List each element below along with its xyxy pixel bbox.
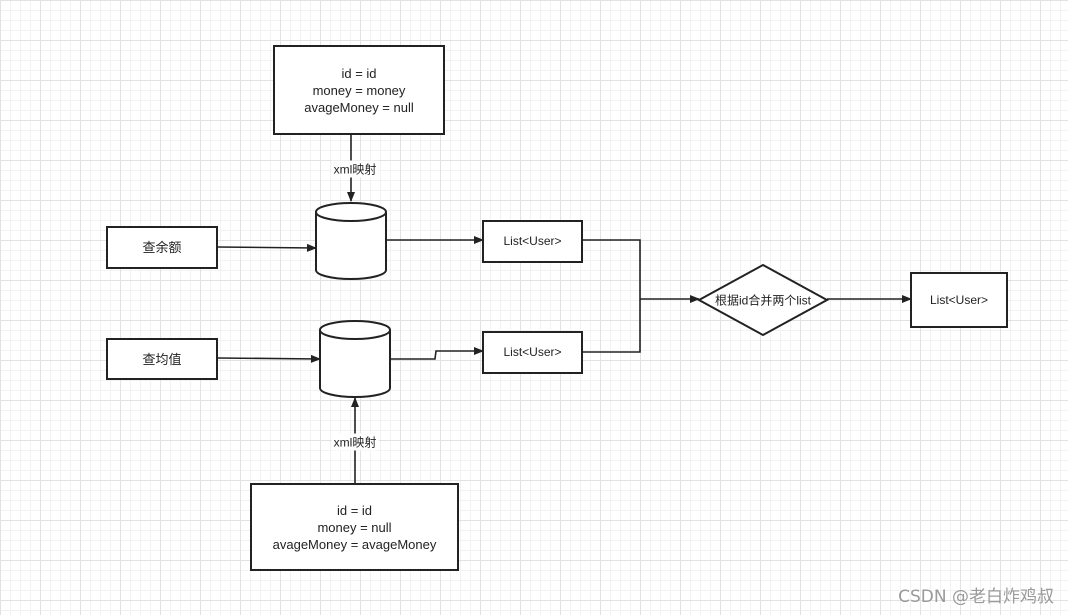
merge-decision xyxy=(696,263,830,337)
query-average-label: 查均值 xyxy=(142,351,182,367)
mapping-box-top: id = id money = money avageMoney = null xyxy=(273,45,445,135)
list-user-bottom-label: List<User> xyxy=(503,345,562,359)
query-balance-box: 查余额 xyxy=(106,226,218,269)
mapping-top-line-1: id = id xyxy=(341,65,377,81)
list-user-top-label: List<User> xyxy=(503,234,562,248)
edge-query-average-to-db xyxy=(217,354,321,363)
list-user-box-top: List<User> xyxy=(482,220,583,263)
result-list-box: List<User> xyxy=(910,272,1008,328)
mapping-top-line-3: avageMoney = null xyxy=(304,99,414,115)
database-bottom xyxy=(319,320,391,398)
edge-db-bottom-to-list xyxy=(390,347,484,360)
edge-query-balance-to-db xyxy=(217,243,317,252)
watermark: CSDN @老白炸鸡叔 xyxy=(898,587,1054,607)
mapping-bottom-line-2: money = null xyxy=(317,519,392,535)
xml-mapping-label-bottom: xml映射 xyxy=(331,433,379,451)
list-user-box-bottom: List<User> xyxy=(482,331,583,374)
mapping-top-line-2: money = money xyxy=(312,82,406,98)
merge-label: 根据id合并两个list xyxy=(714,293,812,308)
result-list-label: List<User> xyxy=(929,292,989,307)
edge-list-bottom-to-merge xyxy=(582,299,641,353)
database-top xyxy=(315,202,387,280)
xml-mapping-label-top: xml映射 xyxy=(331,160,379,178)
mapping-bottom-line-1: id = id xyxy=(336,502,373,518)
mapping-box-bottom: id = id money = null avageMoney = avageM… xyxy=(250,483,459,571)
query-average-box: 查均值 xyxy=(106,338,218,380)
edge-list-top-to-merge xyxy=(582,239,641,299)
query-balance-label: 查余额 xyxy=(142,240,182,255)
mapping-bottom-line-3: avageMoney = avageMoney xyxy=(272,536,437,552)
